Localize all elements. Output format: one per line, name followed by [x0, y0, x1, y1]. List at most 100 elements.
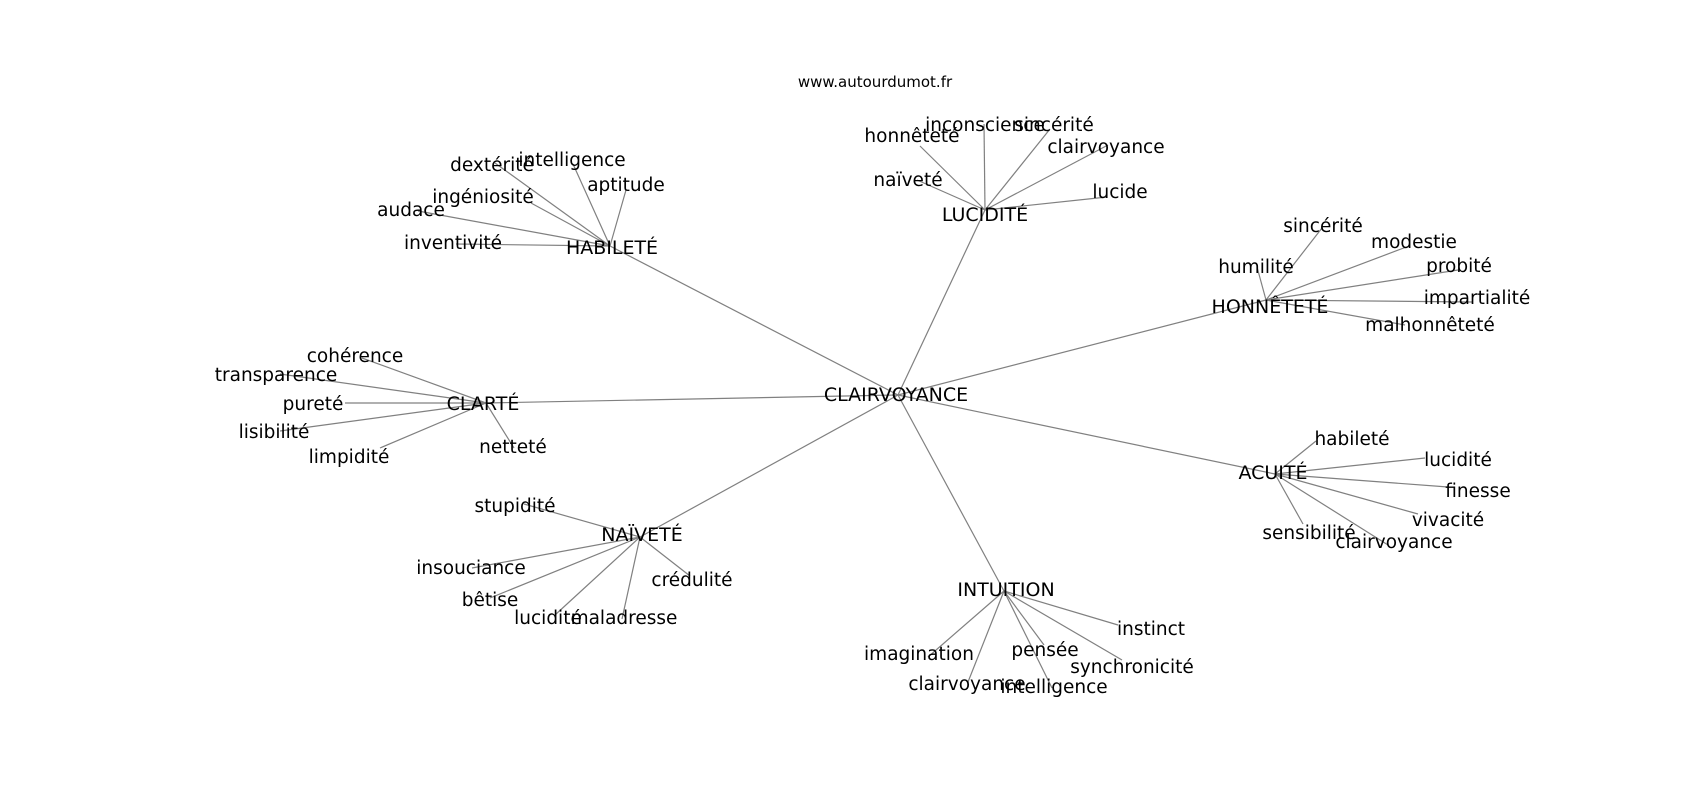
word-node: aptitude — [587, 175, 665, 196]
word-node: intelligence — [1000, 677, 1107, 698]
word-node: lucide — [1092, 182, 1147, 203]
edge-cluster-to-word — [983, 123, 986, 211]
word-node: maladresse — [571, 608, 678, 629]
edge-cluster-to-word — [279, 373, 487, 404]
edge-cluster-to-word — [554, 536, 641, 616]
edge-center-to-cluster — [897, 299, 1267, 396]
edge-cluster-to-word — [1274, 473, 1419, 515]
word-node: honnêteté — [864, 126, 959, 147]
edge-cluster-to-word — [919, 145, 986, 211]
word-node: clairvoyance — [1335, 532, 1452, 553]
edge-cluster-to-word — [361, 357, 487, 404]
edge-cluster-to-word — [984, 196, 1108, 211]
edge-cluster-to-word — [1265, 299, 1473, 303]
cluster-node: CLARTÉ — [447, 392, 520, 415]
word-node: probité — [1426, 256, 1492, 277]
word-node: stupidité — [474, 496, 555, 517]
edge-cluster-to-word — [1265, 269, 1459, 301]
cluster-node: NAÏVETÉ — [601, 523, 682, 546]
edge-cluster-to-word — [1003, 590, 1123, 661]
edge-cluster-to-word — [530, 202, 611, 247]
edge-center-to-cluster — [897, 394, 1005, 592]
center-node: CLAIRVOYANCE — [824, 384, 968, 406]
word-node: inconscience — [925, 115, 1045, 136]
edge-cluster-to-word — [1256, 266, 1267, 301]
edge-cluster-to-word — [572, 163, 611, 247]
word-node: crédulité — [651, 570, 732, 591]
word-node: netteté — [479, 437, 547, 458]
edge-cluster-to-word — [1274, 457, 1426, 475]
word-node: clairvoyance — [1047, 137, 1164, 158]
word-node: sincérité — [1014, 115, 1093, 136]
word-node: dextérité — [450, 155, 534, 176]
word-node: cohérence — [307, 346, 403, 367]
word-node: ingéniosité — [432, 187, 534, 208]
cluster-node: ACUITÉ — [1238, 461, 1307, 484]
edge-cluster-to-word — [1003, 590, 1119, 626]
word-node: synchronicité — [1070, 657, 1194, 678]
edge-cluster-to-word — [927, 590, 1005, 658]
word-node: vivacité — [1412, 510, 1484, 531]
cluster-node: HONNÊTETÉ — [1212, 295, 1329, 318]
word-node: transparence — [215, 365, 338, 386]
word-node: impartialité — [1424, 288, 1531, 309]
edge-cluster-to-word — [609, 189, 627, 247]
edge-cluster-to-word — [1274, 440, 1317, 475]
word-node: intelligence — [518, 150, 625, 171]
cluster-node: HABILETÉ — [566, 236, 658, 259]
edge-center-to-cluster — [897, 209, 986, 396]
word-node: humilité — [1218, 257, 1294, 278]
edge-cluster-to-word — [1003, 590, 1045, 646]
edge-cluster-to-word — [417, 210, 611, 247]
edge-center-to-cluster — [609, 245, 899, 396]
word-node: pensée — [1011, 640, 1078, 661]
site-url: www.autourdumot.fr — [797, 73, 953, 91]
edge-cluster-to-word — [471, 536, 641, 569]
word-node: malhonnêteté — [1365, 315, 1495, 336]
edge-cluster-to-word — [967, 590, 1005, 683]
word-node: audace — [377, 200, 445, 221]
edge-cluster-to-word — [1265, 245, 1410, 301]
word-node: habileté — [1314, 429, 1389, 450]
word-node: lucidité — [1424, 450, 1492, 471]
word-node: pureté — [283, 394, 344, 415]
word-node: imagination — [864, 644, 974, 665]
edge-center-to-cluster — [485, 394, 899, 404]
edges-layer — [279, 123, 1473, 689]
edge-cluster-to-word — [455, 243, 611, 247]
word-node: lucidité — [514, 608, 582, 629]
word-node: insouciance — [416, 558, 525, 579]
word-node: finesse — [1445, 481, 1510, 502]
edge-cluster-to-word — [1274, 473, 1449, 488]
word-node: inventivité — [404, 233, 502, 254]
cluster-node: LUCIDITÉ — [942, 203, 1028, 226]
word-node: naïveté — [873, 170, 942, 191]
edge-cluster-to-word — [984, 144, 1109, 211]
edge-cluster-to-word — [1274, 473, 1389, 546]
word-node: instinct — [1117, 619, 1185, 640]
edge-cluster-to-word — [494, 162, 611, 247]
edge-cluster-to-word — [984, 128, 1051, 211]
word-node: modestie — [1371, 232, 1457, 253]
edge-cluster-to-word — [639, 536, 691, 577]
edge-cluster-to-word — [621, 536, 641, 620]
edge-cluster-to-word — [1265, 299, 1406, 326]
edge-cluster-to-word — [489, 536, 641, 599]
edge-cluster-to-word — [916, 179, 986, 211]
word-node: sensibilité — [1262, 523, 1355, 544]
edge-cluster-to-word — [523, 503, 641, 538]
cluster-node: INTUITION — [957, 579, 1054, 601]
edge-cluster-to-word — [1265, 227, 1323, 301]
edge-cluster-to-word — [485, 402, 515, 449]
edge-center-to-cluster — [897, 394, 1276, 475]
word-node: limpidité — [309, 447, 390, 468]
labels-layer: CLAIRVOYANCEhonnêtetéinconsciencesincéri… — [215, 115, 1531, 698]
edge-center-to-cluster — [639, 394, 899, 538]
word-node: bêtise — [462, 590, 519, 611]
word-node: sincérité — [1283, 216, 1362, 237]
edge-cluster-to-word — [1274, 473, 1304, 525]
edge-cluster-to-word — [279, 402, 487, 432]
word-node: clairvoyance — [908, 674, 1025, 695]
